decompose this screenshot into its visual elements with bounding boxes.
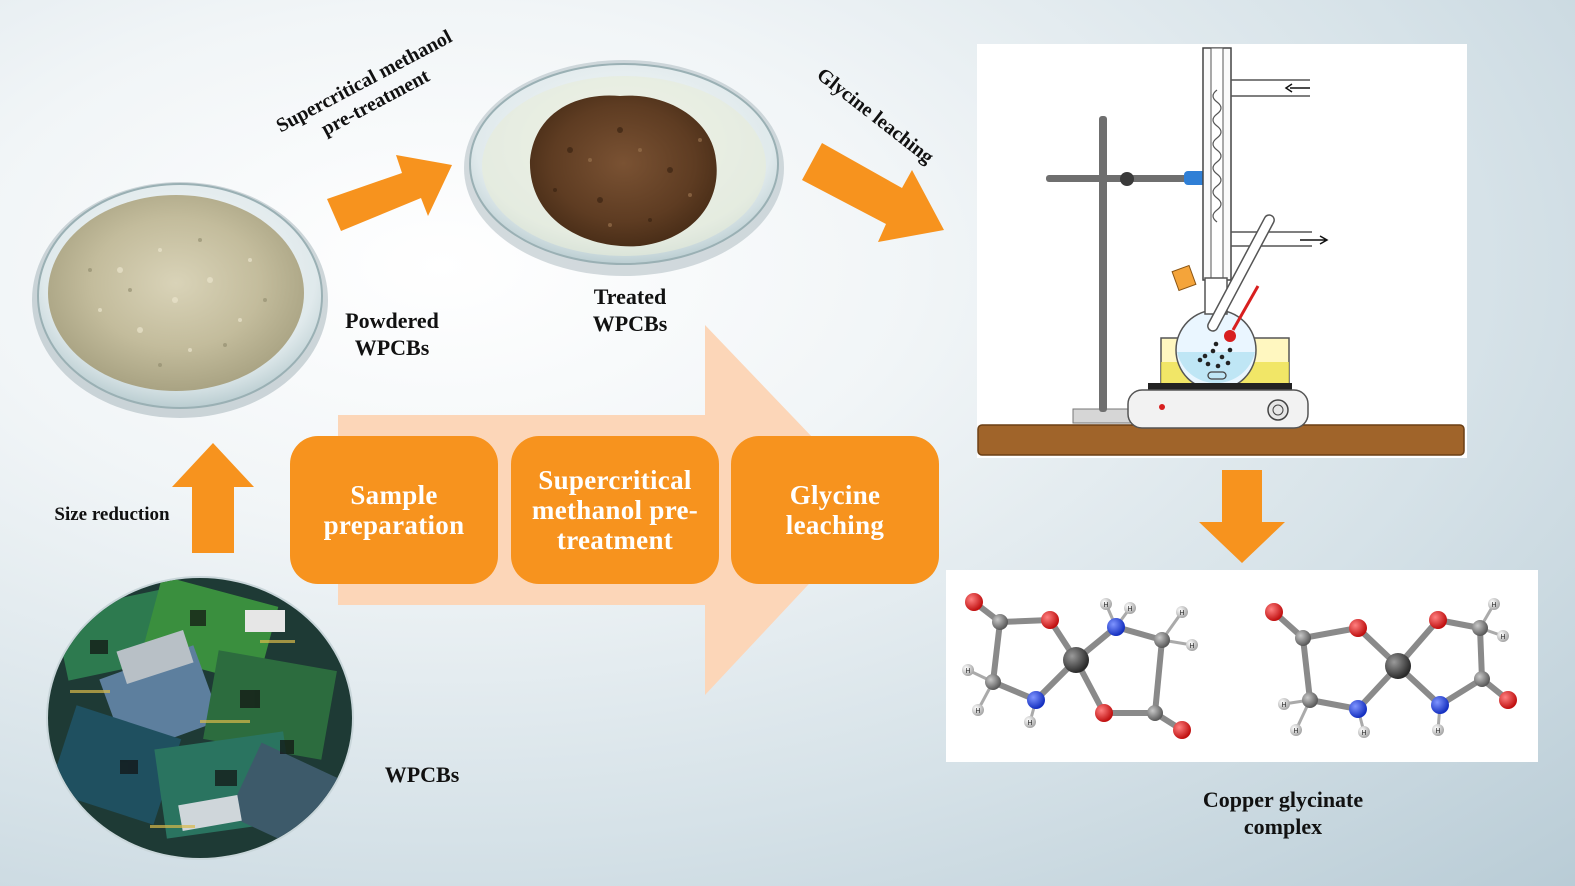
hydrogen-atom: H <box>1176 606 1188 618</box>
hydrogen-atom: H <box>962 664 974 676</box>
svg-text:H: H <box>1361 729 1366 737</box>
wpcbs-image <box>46 576 354 860</box>
svg-text:H: H <box>1293 727 1298 735</box>
label-copper-glycinate-complex: Copper glycinate complex <box>1202 787 1364 839</box>
svg-text:H: H <box>1500 633 1505 641</box>
stage-glycine-leaching: Glycine leaching <box>731 436 939 584</box>
hydrogen-atom: H <box>1124 602 1136 614</box>
treated-wpcbs-image <box>464 60 784 276</box>
svg-text:H: H <box>975 707 980 715</box>
leaching-apparatus-image <box>977 44 1467 458</box>
hydrogen-atom: H <box>1024 716 1036 728</box>
hydrogen-atom: H <box>1432 724 1444 736</box>
hydrogen-atom: H <box>1100 598 1112 610</box>
svg-text:H: H <box>1189 642 1194 650</box>
svg-text:H: H <box>1179 609 1184 617</box>
hydrogen-atom: H <box>972 704 984 716</box>
stage-supercritical-methanol: Supercritical methanol pre- treatment <box>511 436 719 584</box>
powdered-wpcbs-image <box>32 182 328 418</box>
arrow-glycine <box>802 143 944 242</box>
hydrogen-atom: H <box>1358 726 1370 738</box>
stage-sample-preparation: Sample preparation <box>290 436 498 584</box>
label-powdered-wpcbs: Powdered WPCBs <box>345 308 439 360</box>
svg-text:H: H <box>965 667 970 675</box>
hydrogen-atom: H <box>1497 630 1509 642</box>
hydrogen-atom: H <box>1290 724 1302 736</box>
arrow-down-complex <box>1199 470 1285 563</box>
copper-glycinate-image: H H H H H H H H H H H H H <box>946 570 1538 762</box>
svg-text:H: H <box>1491 601 1496 609</box>
label-treated-wpcbs: Treated WPCBs <box>592 284 668 336</box>
label-size-reduction: Size reduction <box>54 504 170 525</box>
hydrogen-atom: H <box>1278 698 1290 710</box>
hydrogen-atom: H <box>1488 598 1500 610</box>
svg-text:H: H <box>1027 719 1032 727</box>
label-wpcbs: WPCBs <box>384 762 460 787</box>
arrow-size-reduction <box>172 443 254 553</box>
svg-text:H: H <box>1127 605 1132 613</box>
svg-text:H: H <box>1281 701 1286 709</box>
arrow-supercritical <box>327 155 452 231</box>
hydrogen-atom: H <box>1186 639 1198 651</box>
svg-text:H: H <box>1435 727 1440 735</box>
svg-text:H: H <box>1103 601 1108 609</box>
